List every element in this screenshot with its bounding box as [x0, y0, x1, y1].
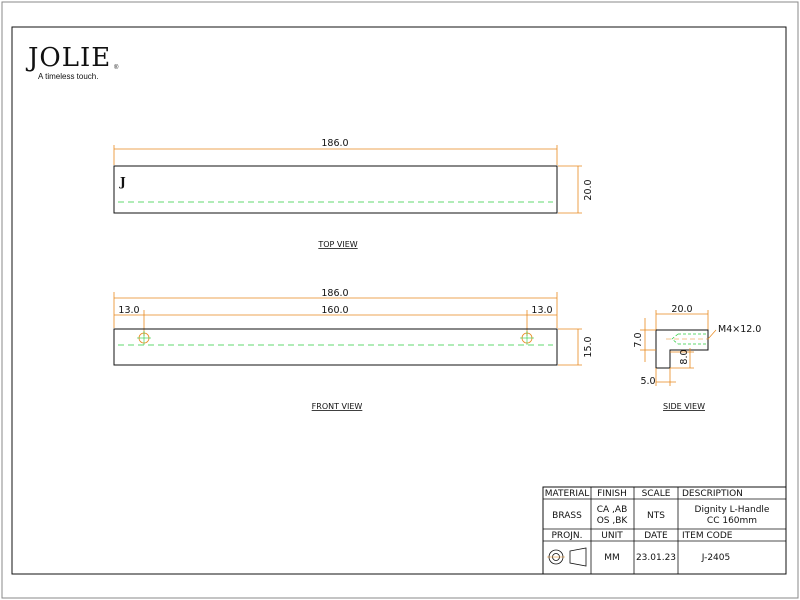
- side-view-thread-leader: [707, 329, 717, 340]
- front-view-label: FRONT VIEW: [312, 402, 363, 411]
- header-projection: PROJN.: [551, 531, 582, 541]
- top-view-logo-mark: J: [119, 175, 126, 189]
- header-unit: UNIT: [601, 531, 623, 541]
- brand-logo: JOLIE ® A timeless touch.: [25, 43, 119, 81]
- side-view-top-dimension: [655, 310, 709, 330]
- side-view-thread-callout: M4×12.0: [718, 324, 761, 335]
- value-description-line2: CC 160mm: [707, 516, 757, 526]
- side-view-thread-hole: [666, 333, 708, 345]
- side-view: 20.0 M4×12.0 7.0 8.0 5.0 SIDE VIE: [633, 304, 761, 411]
- front-view-center-text: 160.0: [321, 305, 348, 316]
- header-finish: FINISH: [597, 489, 627, 499]
- front-view-right-hole: [520, 331, 534, 345]
- value-finish-line1: CA ,AB: [597, 505, 628, 515]
- side-view-top-text: 20.0: [671, 304, 692, 315]
- front-view: 186.0 13.0 160.0 13.0 15.0 FRONT VIEW: [113, 288, 594, 411]
- top-view-width-dimension: [558, 165, 582, 214]
- side-view-bottom-dimension: [655, 368, 676, 386]
- brand-name: JOLIE: [25, 43, 111, 73]
- side-view-leg-text: 8.0: [679, 349, 690, 364]
- top-view-label: TOP VIEW: [317, 240, 357, 249]
- top-view-width-text: 20.0: [583, 179, 594, 200]
- header-description: DESCRIPTION: [682, 489, 743, 499]
- brand-registered-mark: ®: [114, 64, 119, 71]
- top-view-length-text: 186.0: [321, 138, 348, 149]
- front-view-overall-text: 186.0: [321, 288, 348, 299]
- top-view-length-dimension: [113, 145, 558, 165]
- brand-tagline: A timeless touch.: [38, 72, 98, 81]
- top-view: 186.0 J 20.0 TOP VIEW: [113, 138, 594, 249]
- top-view-handle-body: [113, 165, 558, 214]
- front-view-height-dimension: [558, 328, 582, 366]
- side-view-leg-dimension: [670, 348, 694, 369]
- front-view-right-offset-text: 13.0: [531, 305, 552, 316]
- front-view-left-offset-text: 13.0: [118, 305, 139, 316]
- side-view-bottom-text: 5.0: [640, 376, 655, 387]
- value-finish-line2: OS ,BK: [597, 516, 629, 526]
- header-date: DATE: [644, 531, 668, 541]
- value-date: 23.01.23: [636, 553, 676, 563]
- header-scale: SCALE: [642, 489, 671, 499]
- projection-symbol-icon: [547, 547, 587, 567]
- front-view-left-hole: [137, 331, 151, 345]
- value-item-code: J-2405: [701, 553, 731, 563]
- value-material: BRASS: [552, 511, 582, 521]
- sheet-inner-border: [11, 26, 787, 575]
- side-view-left-dimension: [640, 318, 656, 362]
- title-block: MATERIAL FINISH SCALE DESCRIPTION BRASS …: [542, 486, 787, 575]
- value-scale: NTS: [647, 511, 665, 521]
- side-view-left-text: 7.0: [633, 332, 644, 347]
- header-item-code: ITEM CODE: [682, 531, 733, 541]
- front-view-height-text: 15.0: [583, 336, 594, 357]
- header-material: MATERIAL: [545, 489, 590, 499]
- front-view-handle-body: [113, 328, 558, 366]
- side-view-label: SIDE VIEW: [663, 402, 705, 411]
- front-view-overall-dimension: [113, 292, 558, 328]
- value-description-line1: Dignity L-Handle: [695, 505, 770, 515]
- value-unit: MM: [604, 553, 620, 563]
